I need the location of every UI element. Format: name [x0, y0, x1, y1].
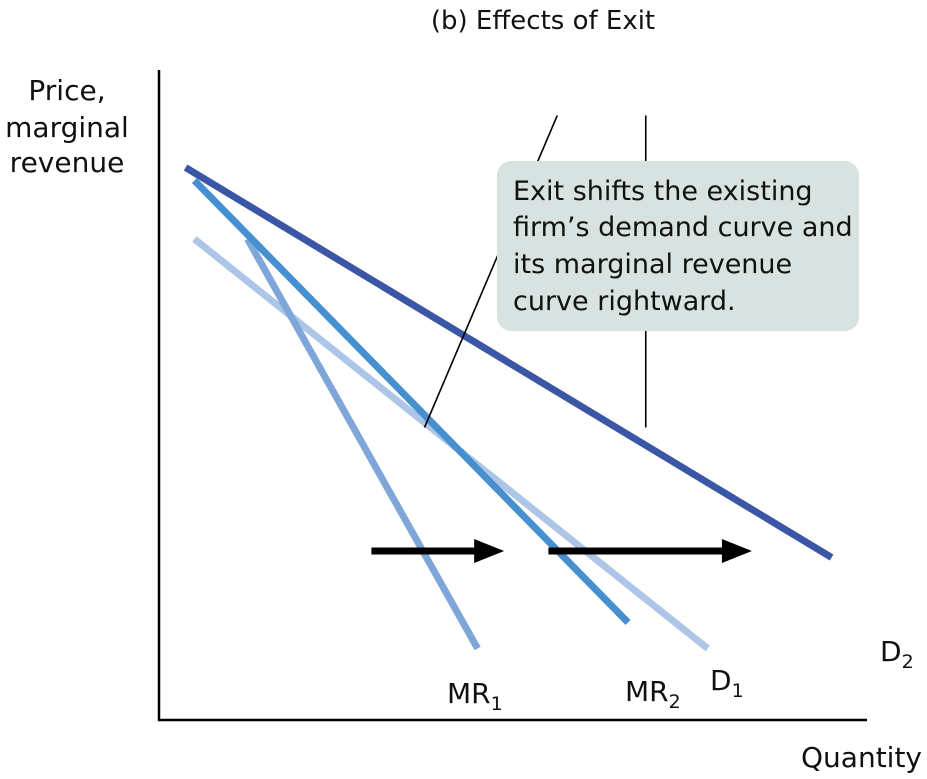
callout-box: [497, 161, 859, 331]
mr2-label-sub: 2: [669, 691, 681, 713]
callout-text-line-2: firm’s demand curve and: [513, 212, 853, 243]
mr1-label: MR1: [447, 677, 503, 715]
callout-text-line-4: curve rightward.: [513, 286, 736, 317]
callout-text-line-3: its marginal revenue: [513, 249, 792, 280]
mr1-line: [244, 237, 481, 651]
y-axis-label-line-3: revenue: [10, 146, 125, 179]
callout-text-line-1: Exit shifts the existing: [513, 176, 813, 207]
mr1-label-main: MR: [447, 677, 491, 710]
chart-title: (b) Effects of Exit: [431, 6, 655, 36]
d2-label-sub: 2: [902, 651, 914, 673]
mr1-label-sub: 1: [491, 693, 503, 715]
y-axis-label-line-1: Price,: [28, 74, 105, 107]
d1-label-main: D: [710, 664, 732, 697]
d2-label: D2: [880, 635, 914, 673]
y-axis-label-line-2: marginal: [5, 111, 129, 144]
mr2-label: MR2: [625, 675, 681, 713]
d2-line: [183, 164, 834, 561]
d2-label-main: D: [880, 635, 902, 668]
x-axis-label: Quantity: [801, 741, 922, 774]
d1-label: D1: [710, 664, 744, 702]
mr2-label-main: MR: [625, 675, 669, 708]
shift-arrow-mr1-head: [474, 539, 505, 563]
d1-label-sub: 1: [732, 680, 744, 702]
shift-arrow-d1-head: [721, 539, 752, 563]
